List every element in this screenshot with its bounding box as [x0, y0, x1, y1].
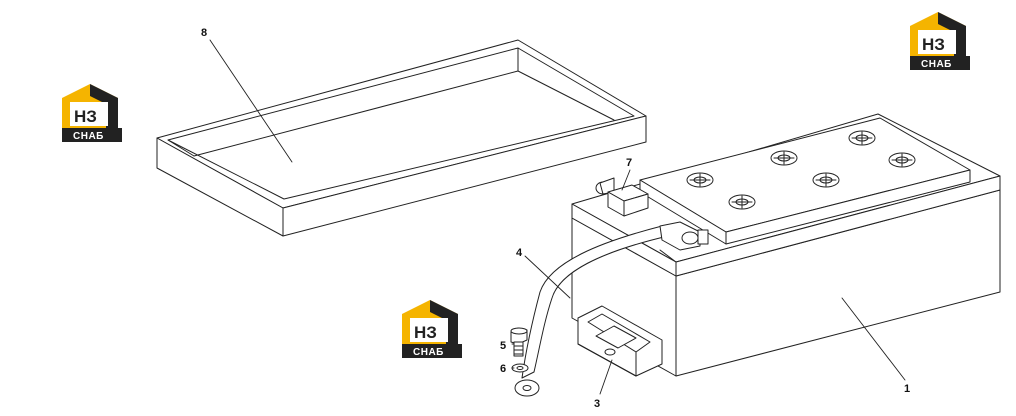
callout-labels: 8 7 4 5 6 3 1 [201, 27, 910, 410]
terminal-cover-part-7 [595, 177, 649, 217]
callout-4: 4 [516, 247, 523, 259]
svg-text:СНАБ: СНАБ [921, 59, 952, 70]
logo-top-left: НЗ СНАБ [62, 84, 122, 142]
svg-text:СНАБ: СНАБ [73, 131, 104, 142]
callout-3: 3 [594, 398, 600, 410]
tray-part-8 [156, 39, 647, 237]
bracket-part-3 [577, 305, 663, 377]
callout-5: 5 [500, 340, 506, 352]
callout-6: 6 [500, 363, 506, 375]
cable-part-4 [514, 221, 709, 397]
leader-lines [209, 39, 906, 395]
callout-7: 7 [626, 157, 632, 169]
bolt-part-5 [510, 327, 528, 357]
svg-text:НЗ: НЗ [74, 107, 97, 126]
svg-text:НЗ: НЗ [922, 35, 945, 54]
washer-part-6 [511, 363, 529, 373]
logo-center: НЗ СНАБ [402, 300, 462, 358]
logo-top-right: НЗ СНАБ [910, 12, 970, 70]
callout-8: 8 [201, 27, 207, 39]
callout-1: 1 [904, 383, 910, 395]
terminal-caps [686, 130, 916, 210]
svg-text:НЗ: НЗ [414, 323, 437, 342]
svg-text:СНАБ: СНАБ [413, 347, 444, 358]
